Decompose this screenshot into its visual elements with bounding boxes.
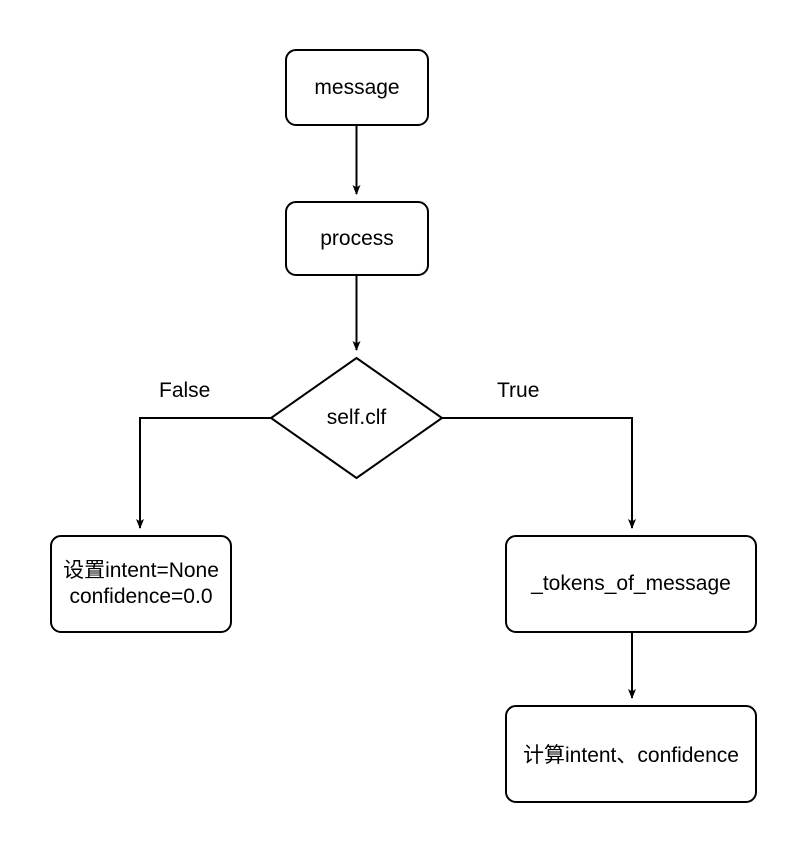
- node-message-shape: [285, 49, 429, 126]
- edge-label-true: True: [497, 379, 540, 402]
- edge-self-clf-to-tokens: [442, 417, 636, 529]
- edge-label-false: False: [159, 379, 211, 402]
- node-tokens-of-message-shape: [505, 535, 757, 633]
- node-process-shape: [285, 201, 429, 276]
- edge-self-clf-to-set-intent: [136, 417, 271, 529]
- node-self-clf-shape: [269, 356, 444, 480]
- node-set-intent-shape: [50, 535, 232, 633]
- node-compute-intent-confidence-shape: [505, 705, 757, 803]
